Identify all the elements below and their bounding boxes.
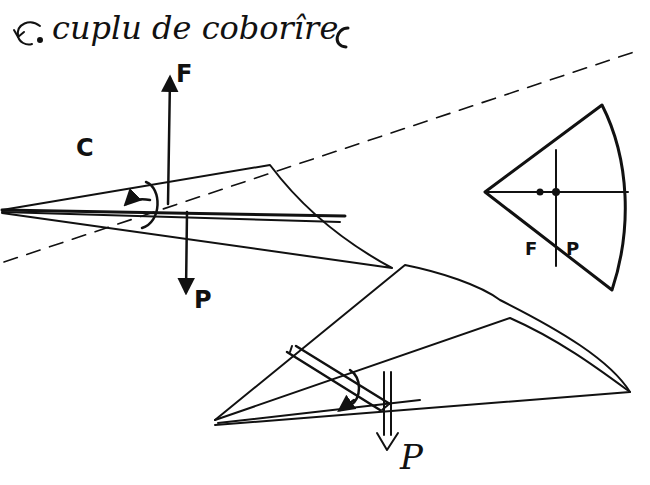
force-label: C — [76, 136, 94, 160]
paper-plane — [215, 265, 630, 425]
force-label: F — [176, 62, 192, 86]
weight-arrowhead — [377, 433, 398, 450]
force-label: P — [400, 440, 423, 474]
couple-curve — [142, 182, 158, 228]
force-arrow — [168, 78, 170, 204]
weight-arrow — [186, 212, 187, 292]
title: cuplu de coborîre — [52, 12, 338, 44]
couple-arrow — [126, 199, 150, 204]
couple-arrow — [340, 400, 354, 410]
rotation-dot — [38, 38, 42, 42]
force-label: F — [525, 240, 537, 258]
plan-view-wing — [485, 105, 628, 290]
rotation-curve — [337, 28, 348, 47]
rotation-arrowhead — [14, 30, 24, 37]
weight-arrow — [384, 372, 391, 435]
dashed-axis — [4, 50, 640, 262]
force-label: P — [566, 240, 579, 258]
force-label: P — [194, 288, 212, 312]
paper-plane — [2, 165, 392, 268]
